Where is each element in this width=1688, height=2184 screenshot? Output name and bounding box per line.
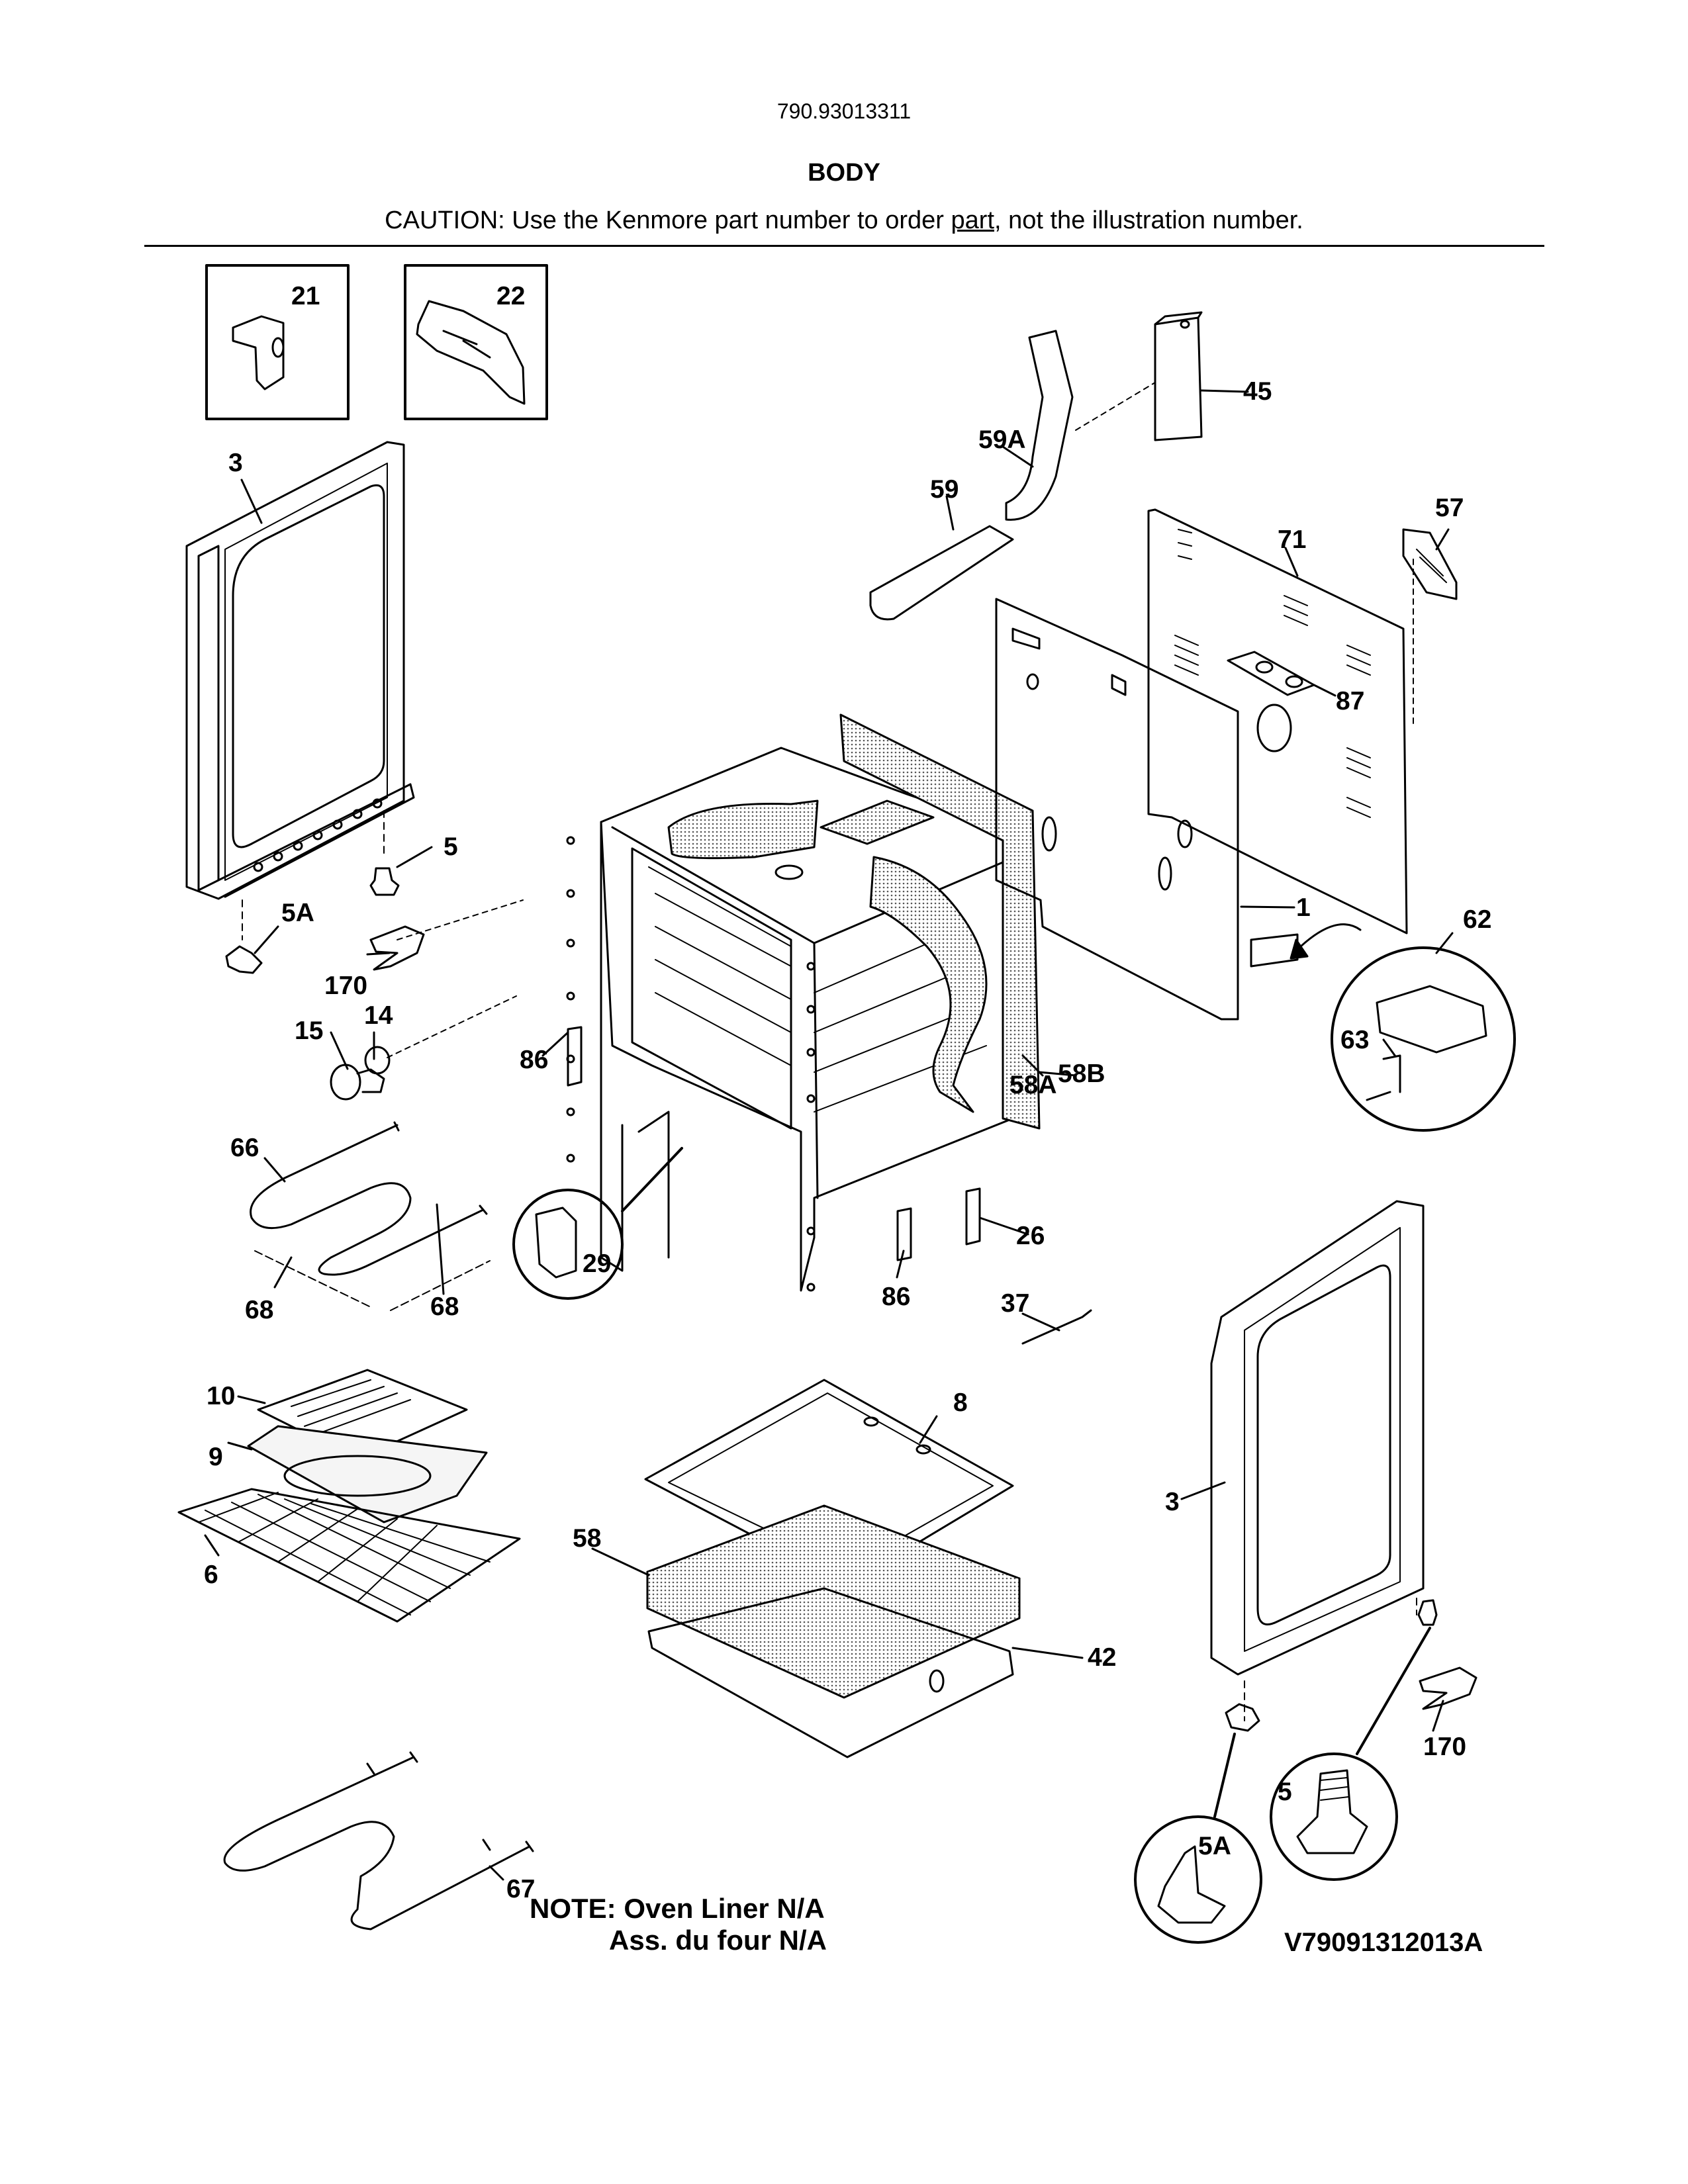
callout-1: 1 bbox=[1296, 893, 1311, 922]
side-panel-left bbox=[185, 441, 415, 900]
vent-box-45 bbox=[1154, 311, 1203, 441]
leader-5A-right bbox=[1213, 1733, 1236, 1818]
callout-26: 26 bbox=[1016, 1222, 1045, 1250]
leveler-bracket-right bbox=[1225, 1703, 1260, 1732]
inset-box-22 bbox=[404, 264, 548, 420]
bake-element-66 bbox=[250, 1121, 488, 1276]
header-divider bbox=[144, 245, 1544, 247]
detail-circle-5 bbox=[1270, 1752, 1398, 1881]
callout-58A: 58A bbox=[1009, 1071, 1057, 1099]
caution-prefix: CAUTION: Use the Kenmore part number to … bbox=[385, 206, 951, 234]
terminal-block bbox=[1250, 933, 1299, 968]
caution-part-link[interactable]: part bbox=[951, 206, 994, 234]
note-line-2: Ass. du four N/A bbox=[609, 1925, 827, 1956]
leader-dashed-left bbox=[242, 810, 385, 940]
callout-58: 58 bbox=[573, 1524, 602, 1553]
callout-68-left: 68 bbox=[245, 1296, 274, 1324]
callout-5A-right: 5A bbox=[1198, 1832, 1231, 1860]
caution-suffix: , not the illustration number. bbox=[994, 206, 1303, 234]
callout-3-left: 3 bbox=[228, 449, 243, 477]
callout-leaders bbox=[204, 389, 1454, 1881]
callout-68-right: 68 bbox=[430, 1293, 459, 1321]
bracket-86-upper bbox=[567, 1026, 583, 1087]
callout-42: 42 bbox=[1088, 1643, 1117, 1672]
leg-leveler-left bbox=[369, 867, 400, 896]
leader-dashed-right bbox=[1244, 1598, 1417, 1721]
rear-panel-71 bbox=[1147, 508, 1408, 934]
diagram-reference: V79091312013A bbox=[1284, 1928, 1483, 1957]
callout-170-right: 170 bbox=[1423, 1733, 1467, 1761]
leg-leveler-right bbox=[1417, 1599, 1438, 1626]
callout-57: 57 bbox=[1435, 494, 1464, 522]
leader-5-right bbox=[1356, 1627, 1431, 1755]
callout-29: 29 bbox=[583, 1250, 612, 1278]
callout-37: 37 bbox=[1001, 1289, 1030, 1318]
bracket-86-lower bbox=[896, 1207, 912, 1261]
insulation-pad-58 bbox=[646, 1504, 1021, 1699]
callout-10: 10 bbox=[207, 1382, 236, 1410]
bracket-26 bbox=[965, 1187, 981, 1246]
leveler-clip-left bbox=[369, 925, 425, 971]
callout-5-right: 5 bbox=[1278, 1778, 1292, 1806]
bottom-tray-42 bbox=[647, 1587, 1014, 1758]
callout-62: 62 bbox=[1463, 905, 1492, 934]
leveler-clip-right bbox=[1419, 1666, 1477, 1710]
back-panel-1 bbox=[995, 598, 1239, 1021]
insulation-wrap bbox=[667, 713, 1041, 1130]
callout-66: 66 bbox=[230, 1134, 259, 1162]
callout-71: 71 bbox=[1278, 525, 1307, 554]
callout-8: 8 bbox=[953, 1388, 968, 1417]
callout-6: 6 bbox=[204, 1561, 218, 1589]
wire-37 bbox=[1021, 1309, 1092, 1345]
callout-67: 67 bbox=[506, 1875, 536, 1903]
broil-shield-68 bbox=[254, 1250, 491, 1311]
callout-5-left: 5 bbox=[444, 833, 458, 861]
oven-lamp bbox=[330, 1046, 391, 1101]
vent-duct-59A bbox=[1005, 330, 1074, 521]
callout-3-right: 3 bbox=[1165, 1488, 1180, 1516]
oven-rack-6 bbox=[177, 1488, 521, 1623]
caution-text: CAUTION: Use the Kenmore part number to … bbox=[0, 206, 1688, 235]
callout-15: 15 bbox=[295, 1017, 324, 1045]
cover-plate-57 bbox=[1402, 528, 1458, 600]
callout-59A: 59A bbox=[978, 426, 1026, 454]
leader-29 bbox=[621, 1147, 683, 1212]
broil-element-67 bbox=[223, 1751, 534, 1931]
leader-45 bbox=[1075, 382, 1156, 431]
callout-21: 21 bbox=[291, 282, 320, 310]
callout-14: 14 bbox=[364, 1001, 393, 1030]
vent-duct-59 bbox=[869, 525, 1014, 621]
side-panel-right bbox=[1210, 1200, 1425, 1676]
callout-63: 63 bbox=[1340, 1026, 1370, 1054]
note-line-1: NOTE: Oven Liner N/A bbox=[530, 1893, 825, 1924]
callout-87: 87 bbox=[1336, 687, 1365, 715]
callout-5A-left: 5A bbox=[281, 899, 314, 927]
inset-box-21 bbox=[205, 264, 350, 420]
callout-86-lower: 86 bbox=[882, 1283, 911, 1311]
detail-arrowhead bbox=[1289, 938, 1309, 960]
callout-170-left: 170 bbox=[324, 972, 368, 1000]
detail-circle-29 bbox=[512, 1189, 624, 1300]
callout-86-left: 86 bbox=[520, 1046, 549, 1074]
section-title: BODY bbox=[808, 159, 880, 187]
callout-45: 45 bbox=[1243, 377, 1272, 406]
model-number: 790.93013311 bbox=[776, 99, 912, 123]
detail-circle-5A bbox=[1134, 1815, 1262, 1944]
callout-58B: 58B bbox=[1058, 1060, 1105, 1088]
leveler-bracket-left bbox=[225, 945, 263, 974]
callout-22: 22 bbox=[496, 282, 526, 310]
callout-59: 59 bbox=[930, 475, 959, 504]
detail-arrow bbox=[1299, 923, 1362, 948]
detail-circle-62 bbox=[1331, 946, 1516, 1132]
broil-pan-9 bbox=[247, 1425, 488, 1524]
lamp-leaders bbox=[387, 899, 524, 1058]
oven-cavity bbox=[566, 747, 1031, 1292]
callout-9: 9 bbox=[209, 1443, 223, 1471]
